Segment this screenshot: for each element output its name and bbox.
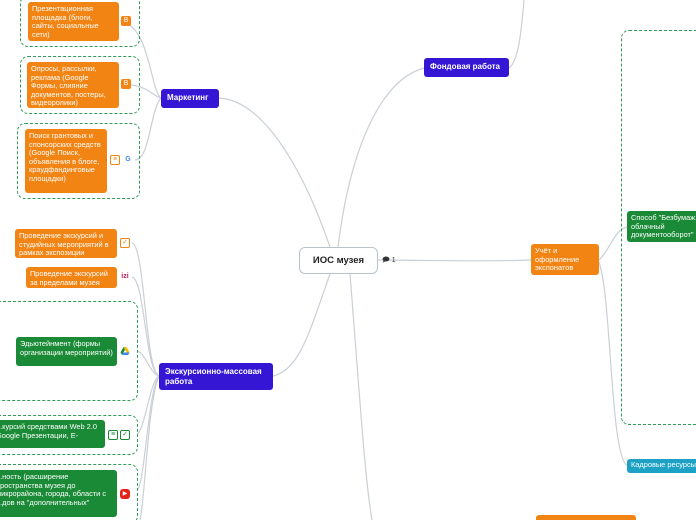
marketing-item-3[interactable]: Поиск грантовых и спонсорских средств (G… (25, 129, 107, 193)
comment-icon: 🗩 (382, 257, 390, 264)
marketing-item-2-text: Опросы, рассылки, реклама (Google Формы,… (31, 64, 106, 108)
excursion-item-5-text: ...ность (расширение пространства музея … (0, 472, 107, 507)
link-fond-up (508, 0, 525, 69)
youtube-icon[interactable]: ▶ (120, 489, 130, 499)
link-center-bottom (349, 273, 373, 520)
branch-fond[interactable]: Фондовая работа (424, 58, 509, 77)
branch-fond-label: Фондовая работа (430, 62, 500, 71)
central-topic-label: ИОС музея (312, 255, 365, 266)
google-drive-icon[interactable] (120, 346, 130, 356)
izi-icon[interactable]: izi (121, 273, 129, 280)
excursion-item-5[interactable]: ...ность (расширение пространства музея … (0, 470, 117, 517)
branch-uchet-label: Учёт и оформление экспонатов (535, 246, 580, 273)
link-center-excursion (272, 273, 331, 377)
branch-excursion-label: Экскурсионно-массовая работа (165, 367, 262, 386)
comment-indicator[interactable]: 🗩 1 (382, 256, 396, 267)
link-uchet-kadry (598, 261, 629, 467)
branch-marketing-label: Маркетинг (167, 93, 209, 102)
comment-count: 1 (391, 257, 396, 264)
blogger-icon[interactable]: B (121, 16, 131, 26)
link-exc-e2 (131, 276, 160, 377)
central-topic[interactable]: ИОС музея (299, 247, 378, 274)
link-center-marketing (218, 97, 331, 248)
bezbumag-node[interactable]: Способ "Безбумаж... облачный документооб… (627, 211, 696, 242)
marketing-item-2[interactable]: Опросы, рассылки, реклама (Google Формы,… (27, 62, 119, 108)
marketing-group-1 (20, 0, 140, 47)
excursion-item-2-text: Проведение экскурсий за пределами музея (30, 269, 108, 287)
list-icon[interactable]: ≡ (108, 430, 118, 440)
link-exc-e5 (136, 375, 160, 491)
excursion-item-4-text: ...курсий средствами Web 2.0 Google През… (0, 422, 97, 440)
bezbumag-group (621, 30, 696, 425)
marketing-item-1-text: Презентационная площадка (блоги, сайты, … (32, 4, 99, 39)
excursion-group-5 (0, 464, 138, 520)
excursion-item-3-text: Эдьютейнмент (формы организации мероприя… (20, 339, 113, 357)
excursion-item-2[interactable]: Проведение экскурсий за пределами музея (26, 267, 117, 288)
excursion-item-3[interactable]: Эдьютейнмент (формы организации мероприя… (16, 337, 117, 366)
excursion-item-4[interactable]: ...курсий средствами Web 2.0 Google През… (0, 420, 105, 448)
google-icon[interactable]: G (125, 156, 131, 163)
link-center-fond (337, 67, 425, 248)
bezbumag-label: Способ "Безбумаж... облачный документооб… (631, 213, 696, 240)
kadry-label: Кадровые ресурсы (631, 460, 696, 469)
link-exc-e1 (131, 242, 160, 377)
branch-excursion[interactable]: Экскурсионно-массовая работа (159, 363, 273, 390)
branch-uchet[interactable]: Учёт и оформление экспонатов (531, 244, 599, 275)
google-drive-icon-glyph (120, 347, 130, 355)
marketing-item-1[interactable]: Презентационная площадка (блоги, сайты, … (28, 2, 119, 41)
checkbox-icon[interactable]: ✓ (120, 430, 130, 440)
marketing-group-2 (20, 56, 140, 114)
excursion-group-4 (0, 415, 138, 455)
marketing-group-3 (17, 123, 140, 199)
checkbox-icon[interactable]: ✓ (120, 238, 130, 248)
link-uchet-bezbumag (598, 226, 629, 261)
link-center-uchet (371, 259, 532, 262)
link-exc-e3 (136, 350, 160, 377)
excursion-item-1[interactable]: Проведение экскурсий и студийных меропри… (15, 229, 117, 258)
excursion-group-3 (0, 301, 138, 401)
list-icon[interactable]: ≡ (110, 155, 120, 165)
link-exc-e4 (136, 375, 160, 435)
blogger-icon[interactable]: B (121, 79, 131, 89)
kadry-node[interactable]: Кадровые ресурсы (627, 459, 696, 473)
bottom-right-node[interactable] (536, 515, 636, 520)
excursion-item-1-text: Проведение экскурсий и студийных меропри… (19, 231, 109, 258)
branch-marketing[interactable]: Маркетинг (161, 89, 219, 108)
link-exc-bottom (139, 375, 160, 520)
marketing-item-3-text: Поиск грантовых и спонсорских средств (G… (29, 131, 101, 183)
